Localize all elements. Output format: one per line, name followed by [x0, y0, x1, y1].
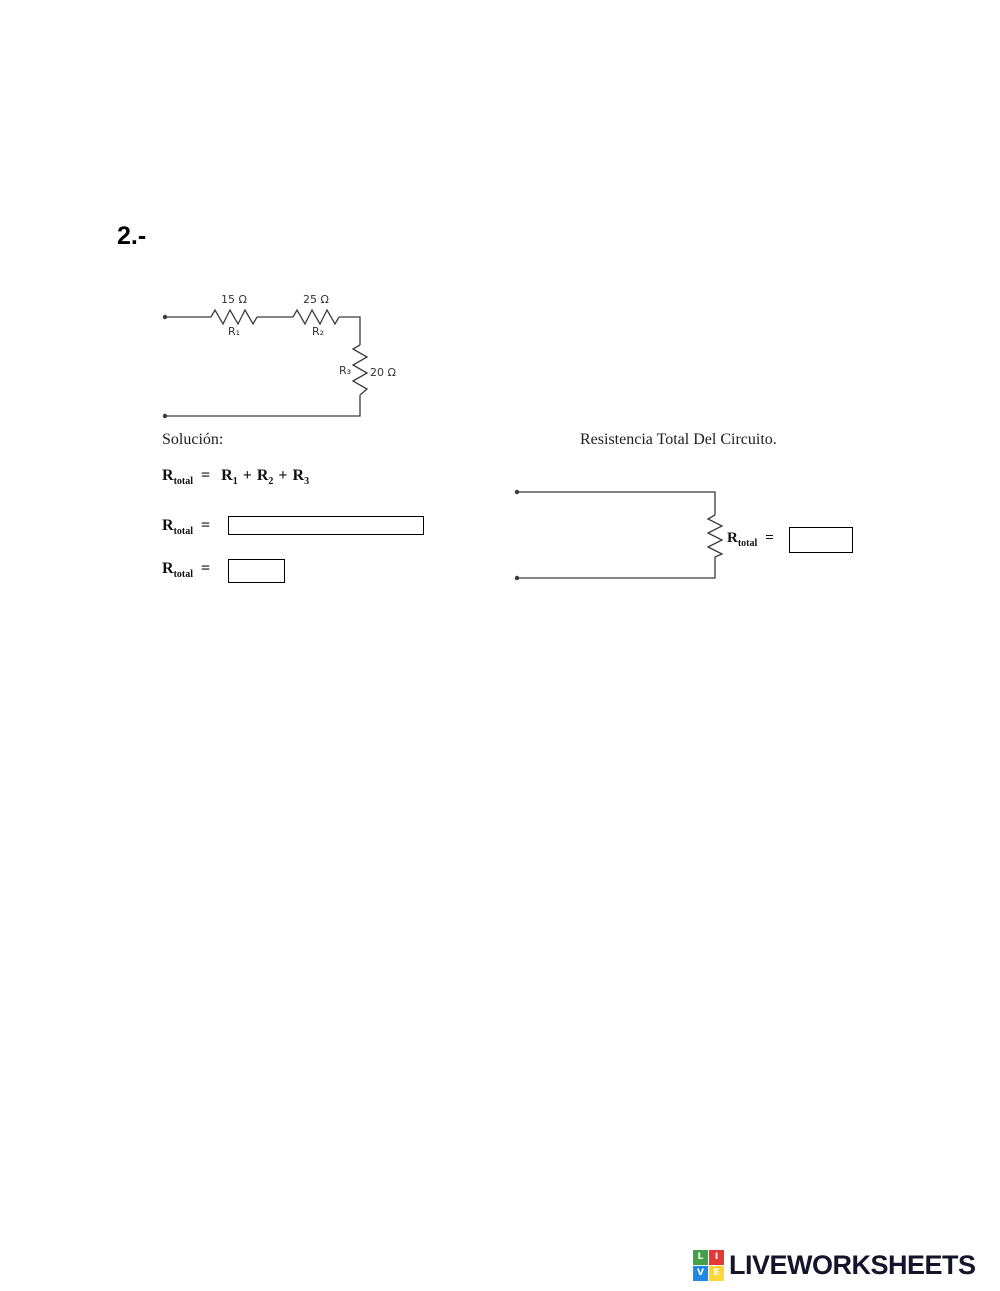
- r1-sub: 1: [232, 476, 238, 488]
- total-circuit-diagram: [514, 489, 724, 581]
- wire-bottom: [165, 395, 361, 417]
- rtotal-sub: total: [173, 526, 194, 538]
- rtotal-formula: Rtotal=R1+R2+R3: [162, 467, 309, 487]
- rtotal-sub: total: [173, 569, 194, 581]
- r3-name-label: R₃: [339, 364, 351, 377]
- terminal-top-icon: [514, 489, 520, 495]
- logo-square-v: V: [693, 1266, 708, 1281]
- rtotal-label-result: Rtotal =: [162, 560, 210, 580]
- equals-sign: =: [201, 517, 211, 534]
- answer-input-sum[interactable]: [228, 516, 424, 535]
- rtotal-base: R: [162, 517, 174, 534]
- equals-sign: =: [201, 560, 211, 577]
- liveworksheets-logo: L I V E LIVEWORKSHEETS: [693, 1250, 976, 1281]
- r2-name-label: R₂: [312, 325, 324, 338]
- r1-value-label: 15 Ω: [221, 293, 247, 306]
- plus-sign: +: [278, 467, 288, 484]
- term-r3: R3: [292, 467, 310, 488]
- problem-number: 2.-: [117, 222, 147, 250]
- logo-square-l: L: [693, 1250, 708, 1265]
- wire-top: [517, 491, 716, 515]
- wire-bottom: [517, 557, 716, 579]
- term-r2: R2: [256, 467, 274, 488]
- total-resistance-heading: Resistencia Total Del Circuito.: [580, 431, 777, 448]
- logo-square-i: I: [709, 1250, 724, 1265]
- logo-square-e: E: [709, 1266, 724, 1281]
- r2-base: R: [256, 467, 269, 484]
- rtotal-sub: total: [737, 538, 758, 549]
- rtotal-base: R: [162, 560, 174, 577]
- plus-sign: +: [242, 467, 252, 484]
- resistor-total-symbol: [706, 514, 724, 558]
- series-circuit-diagram: 15 Ω R₁ 25 Ω R₂ R₃ 20 Ω: [162, 293, 396, 419]
- answer-input-total[interactable]: [228, 559, 285, 583]
- terminal-bottom-icon: [162, 413, 168, 419]
- rtotal-label-circuit: Rtotal =: [727, 530, 774, 549]
- r3-base: R: [292, 467, 305, 484]
- r3-value-label: 20 Ω: [370, 366, 396, 379]
- terminal-top-icon: [162, 314, 168, 320]
- resistor-r1-symbol: [210, 308, 258, 326]
- r2-sub: 2: [268, 476, 274, 488]
- r3-sub: 3: [304, 476, 310, 488]
- r1-base: R: [221, 467, 233, 484]
- equals-sign: =: [765, 530, 774, 546]
- terminal-bottom-icon: [514, 575, 520, 581]
- rtotal-base: R: [162, 467, 174, 484]
- r2-value-label: 25 Ω: [303, 293, 329, 306]
- resistor-r3-symbol: [351, 344, 369, 396]
- rtotal-label-sum: Rtotal =: [162, 517, 210, 537]
- term-r1: R1: [221, 467, 238, 488]
- equals-sign: =: [201, 467, 211, 484]
- rtotal-sub: total: [173, 476, 194, 488]
- wire-right: [339, 316, 361, 345]
- answer-input-circuit-total[interactable]: [789, 527, 853, 553]
- resistor-r2-symbol: [292, 308, 340, 326]
- r1-name-label: R₁: [228, 325, 240, 338]
- solution-heading: Solución:: [162, 431, 224, 448]
- brand-name: LIVEWORKSHEETS: [729, 1250, 976, 1280]
- liveworksheets-icon: L I V E: [693, 1250, 724, 1281]
- rtotal-base: R: [727, 530, 738, 546]
